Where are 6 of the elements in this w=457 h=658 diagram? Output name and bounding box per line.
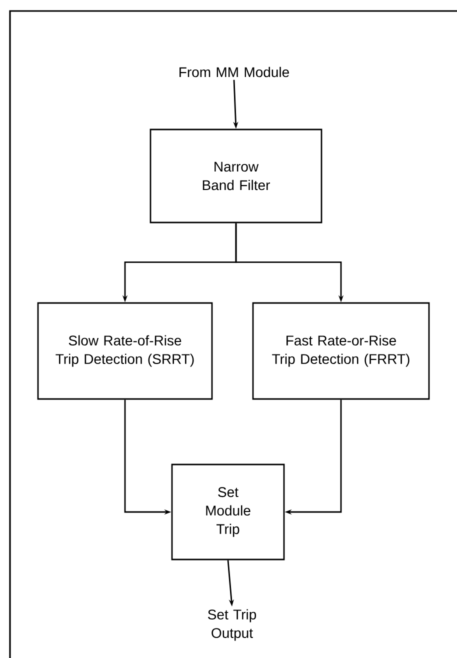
output-label: Set Trip Output: [208, 609, 256, 641]
process-box: Fast Rate-or-Rise Trip Detection (FRRT): [252, 302, 430, 400]
process-box: Set Module Trip: [171, 464, 285, 560]
process-box: Narrow Band Filter: [150, 128, 322, 224]
input-label: From MM Module: [180, 66, 289, 78]
process-box: Slow Rate-of-Rise Trip Detection (SRRT): [37, 302, 213, 400]
